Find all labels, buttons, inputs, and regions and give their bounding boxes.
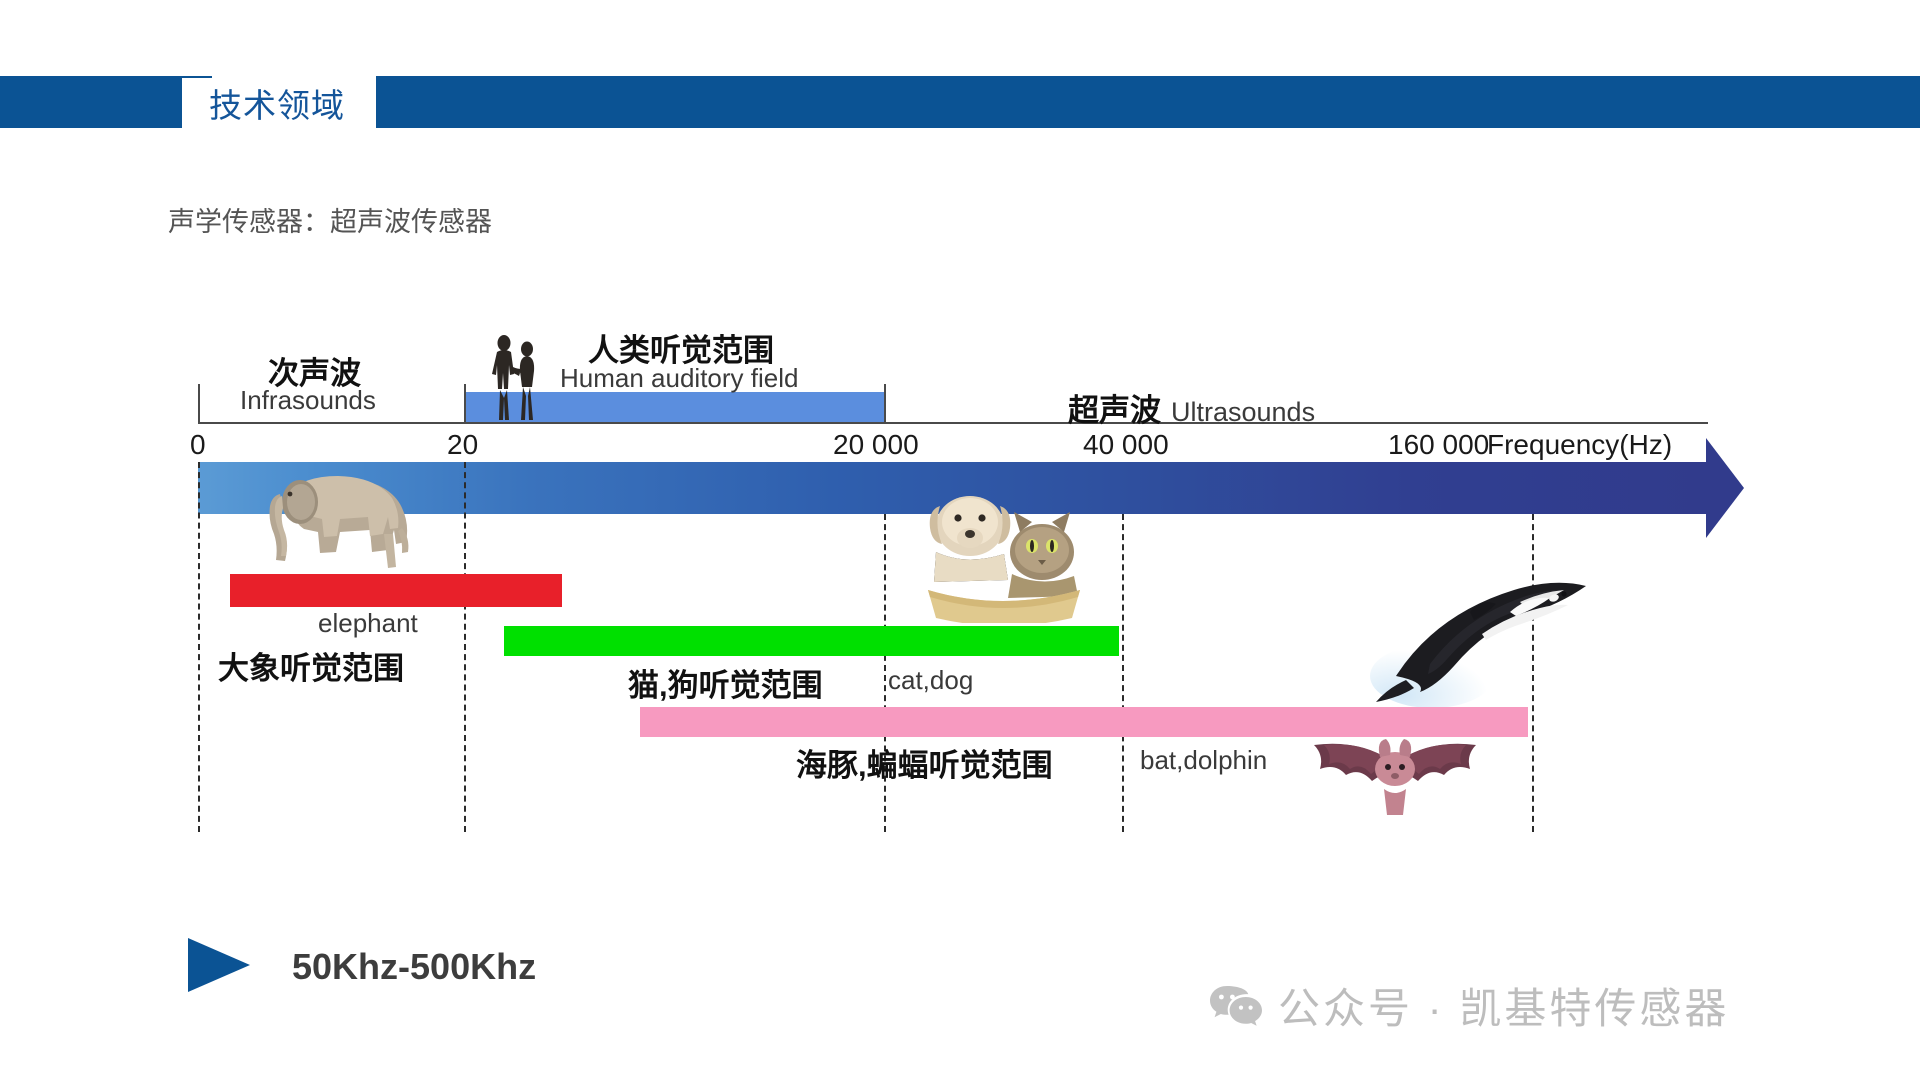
- orca-dolphin-image: [1370, 582, 1586, 708]
- zone-label-cn-ultrasounds: 超声波: [1068, 393, 1161, 428]
- axis-tick-0: [198, 384, 200, 424]
- axis-tick-label-160000: 160 000: [1388, 429, 1490, 460]
- range-bar-cat-dog: [504, 626, 1119, 656]
- axis-tick-20000: [884, 384, 886, 424]
- axis-tick-label-20000: 20 000: [833, 429, 919, 460]
- header-bar-right: [376, 76, 1920, 128]
- axis-tick-20: [464, 384, 466, 424]
- range-label-en-bat-dolphin: bat,dolphin: [1140, 745, 1268, 775]
- guideline-20000: [884, 514, 886, 832]
- axis-tick-label-40000: 40 000: [1083, 429, 1169, 460]
- range-label-cn-cat-dog: 猫,狗听觉范围: [628, 668, 823, 703]
- zone-label-cn-infrasounds: 次声波: [268, 356, 361, 391]
- cat-and-dog-image: [928, 496, 1080, 623]
- wechat-icon: [1210, 985, 1262, 1026]
- slide-subtitle: 声学传感器：超声波传感器: [168, 207, 492, 237]
- zone-label-cn-human: 人类听觉范围: [588, 333, 774, 368]
- axis-unit-label: Frequency(Hz): [1487, 429, 1673, 460]
- footer-frequency-note: 50Khz-500Khz: [292, 946, 537, 987]
- header-bar-left: [0, 76, 212, 128]
- range-bar-bat-dolphin: [640, 707, 1528, 737]
- axis-tick-label-20: 20: [447, 429, 479, 460]
- elephant-image: [269, 476, 409, 568]
- frequency-axis-line: [198, 422, 1708, 424]
- zone-label-en-infrasounds: Infrasounds: [240, 385, 376, 415]
- guideline-0: [198, 462, 200, 832]
- human-auditory-field-band: [466, 392, 884, 422]
- watermark-text: 公众号 · 凯基特传感器: [1278, 985, 1730, 1032]
- range-bar-elephant: [230, 574, 562, 607]
- axis-tick-label-0: 0: [190, 429, 206, 460]
- watermark: 公众号 · 凯基特传感器: [1210, 975, 1729, 1036]
- spectrum-arrow-icon: [1706, 438, 1744, 538]
- guideline-160000: [1532, 514, 1534, 832]
- zone-label-en-human: Human auditory field: [560, 363, 799, 393]
- range-label-cn-bat-dolphin: 海豚,蝙蝠听觉范围: [796, 748, 1053, 783]
- zone-label-ultrasounds: 超声波 Ultrasounds: [1068, 385, 1315, 430]
- zone-label-en-ultrasounds: Ultrasounds: [1171, 397, 1316, 427]
- guideline-20: [464, 462, 466, 832]
- range-label-en-elephant: elephant: [318, 608, 418, 638]
- guideline-40000: [1122, 514, 1124, 832]
- range-label-en-cat-dog: cat,dog: [888, 665, 974, 695]
- page-title: 技术领域: [182, 78, 372, 128]
- human-couple-icon: [492, 335, 535, 420]
- range-label-cn-elephant: 大象听觉范围: [218, 651, 404, 686]
- triangle-right-icon: [188, 938, 250, 992]
- bat-image: [1314, 739, 1476, 815]
